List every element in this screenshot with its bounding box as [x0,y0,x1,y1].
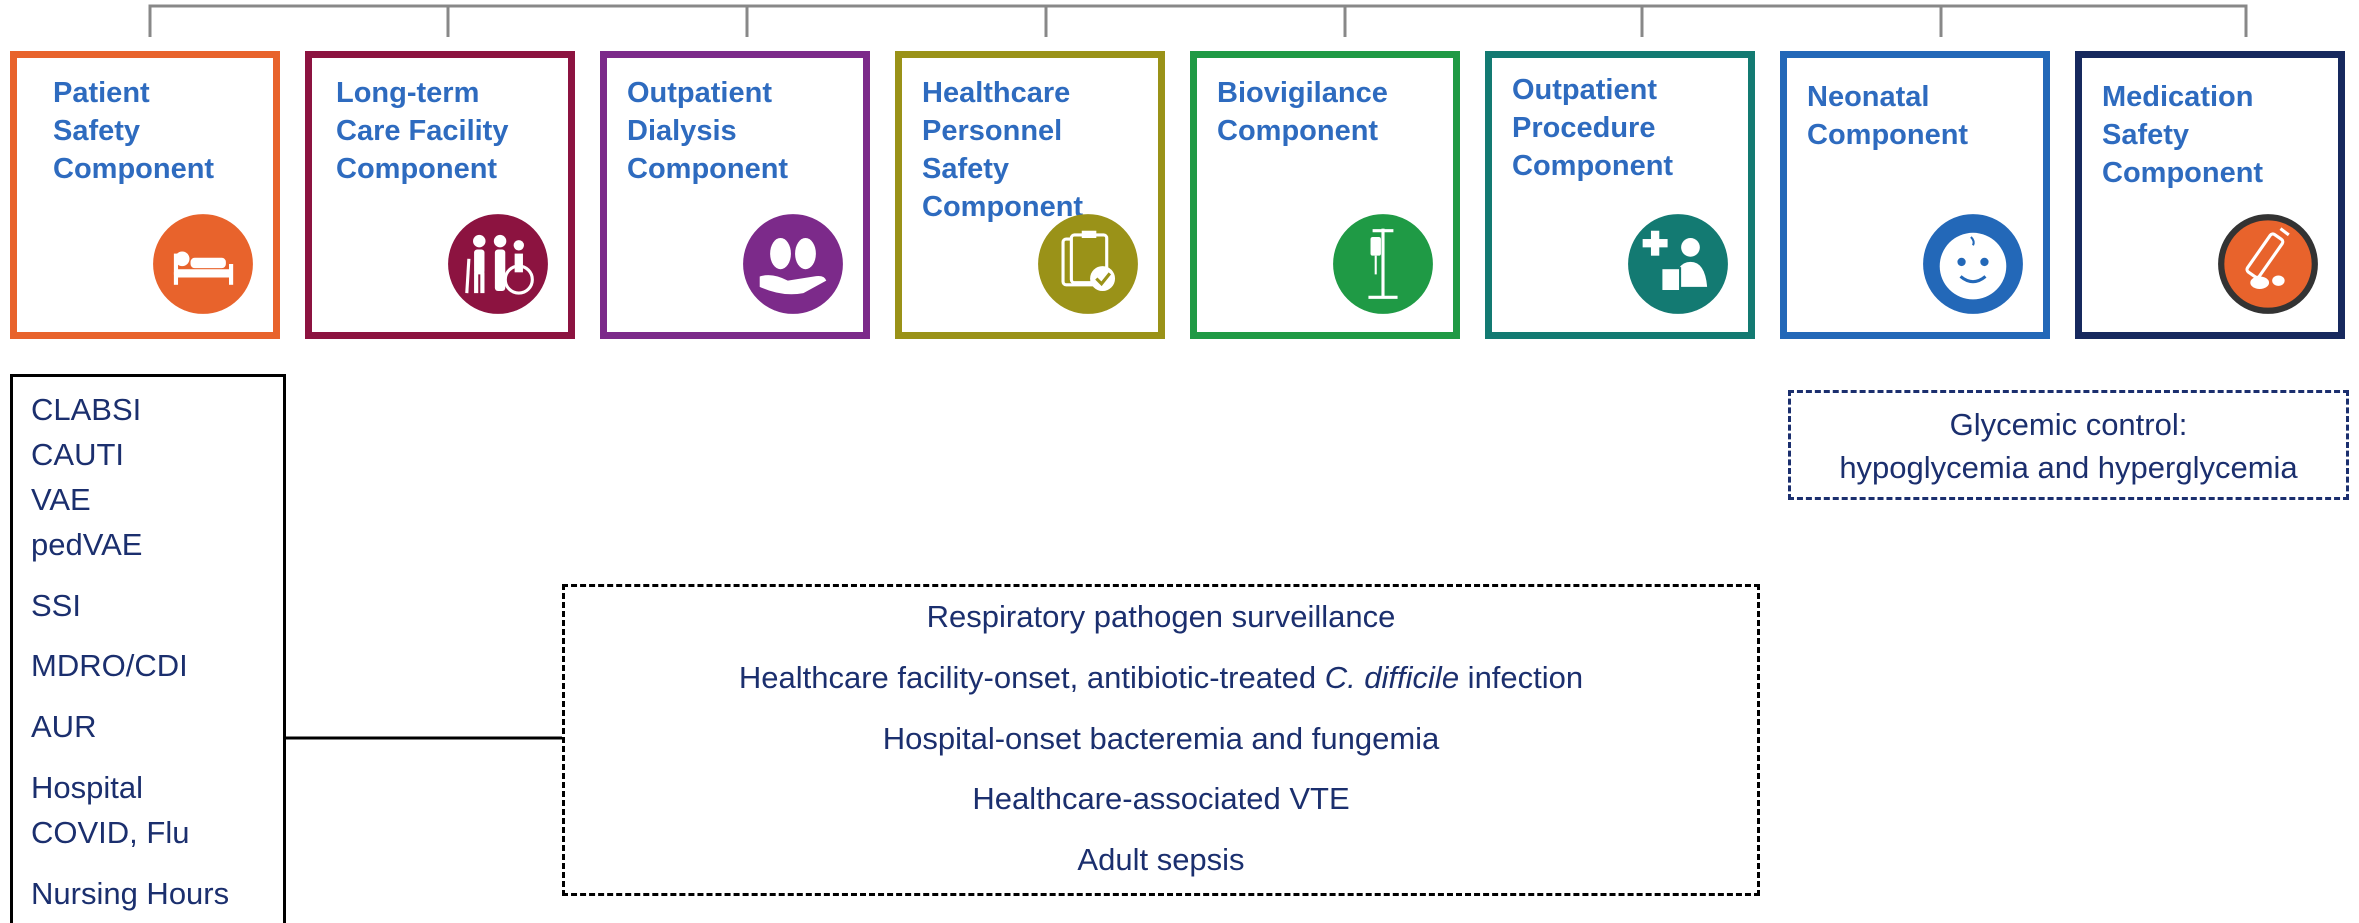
vte-item: Healthcare-associated VTE [972,781,1350,816]
metric-vae: VAE [31,482,91,517]
cdiff-text-after: infection [1459,660,1584,695]
iv-stand-icon [1333,214,1433,314]
metric-hospital: Hospital [31,770,143,805]
sepsis-item: Adult sepsis [1077,842,1245,877]
glycemic-control-box: Glycemic control: hypoglycemia and hyper… [1788,390,2349,500]
metric-nursing-hours: Nursing Hours [31,876,230,911]
metric-mdro-cdi: MDRO/CDI [31,648,188,683]
shared-modules-box: Respiratory pathogen surveillance Health… [562,584,1760,896]
baby-face-icon [1923,214,2023,314]
patient-bed-icon [153,214,253,314]
metric-pedvae: pedVAE [31,527,143,562]
bacteremia-item: Hospital-onset bacteremia and fungemia [882,721,1440,756]
medical-cross-person-icon [1628,214,1728,314]
glycemic-line-2: hypoglycemia and hyperglycemia [1839,450,2298,485]
elderly-wheelchair-icon [448,214,548,314]
metric-ssi: SSI [31,588,81,623]
kidney-hand-icon [743,214,843,314]
cdiff-item: Healthcare facility-onset, antibiotic-tr… [565,658,1757,698]
metric-clabsi: CLABSI [31,392,142,427]
clipboard-check-icon [1038,214,1138,314]
cdiff-italic-text: C. difficile [1324,660,1460,695]
respiratory-pathogen-item: Respiratory pathogen surveillance [926,599,1396,634]
metric-aur: AUR [31,709,97,744]
glycemic-line-1: Glycemic control: [1949,407,2188,442]
patient-safety-metrics-box: CLABSI CAUTI VAE pedVAE SSI MDRO/CDI AUR… [10,374,286,923]
metric-covid-flu: COVID, Flu [31,815,190,850]
cdiff-text-before: Healthcare facility-onset, antibiotic-tr… [738,660,1325,695]
syringe-pill-icon [2218,214,2318,314]
metric-cauti: CAUTI [31,437,124,472]
